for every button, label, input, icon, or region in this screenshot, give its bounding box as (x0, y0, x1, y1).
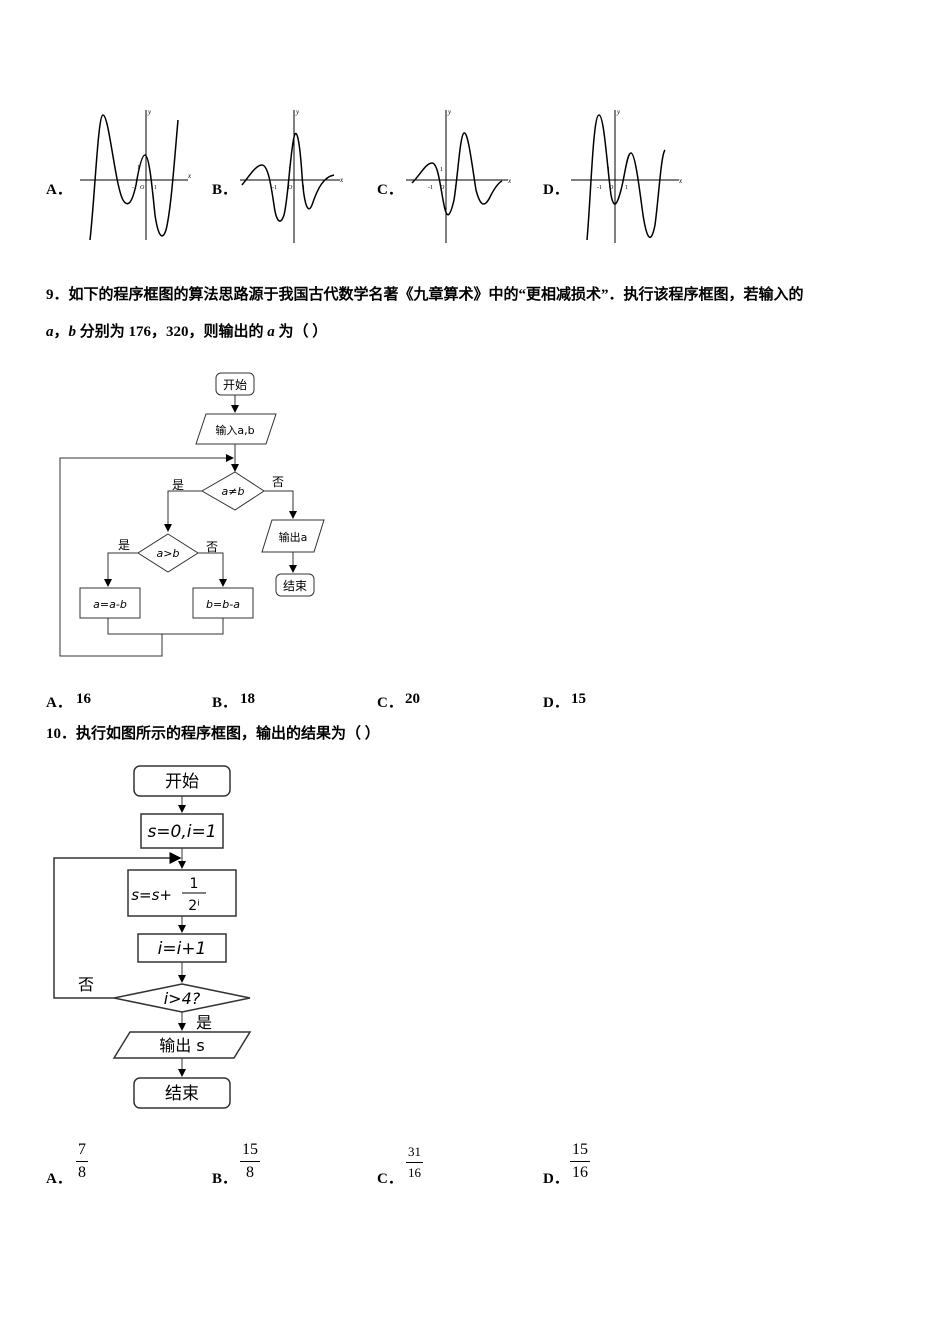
option-b-tick-neg: -1 (272, 185, 277, 191)
q10-update-i-node (137, 933, 227, 963)
q9-end-text: 结束 (283, 579, 307, 593)
q10-start-text: 开始 (165, 772, 199, 792)
q9-line2-rest: 分别为 176，320，则输出的 (76, 324, 268, 340)
q9-text-line2: a，b 分别为 176，320，则输出的 a 为（ ） (46, 325, 327, 340)
option-c-tick-o: O (440, 185, 445, 191)
option-a-label: A． (46, 182, 72, 198)
q9-cond2-node (137, 533, 199, 573)
q9-var-a: a (46, 324, 54, 340)
q10-option-d-fraction: 15 16 (570, 1141, 590, 1182)
option-a-y-label: y (147, 108, 152, 116)
q9-output-node (261, 519, 325, 553)
q10-option-a-num: 7 (78, 1141, 86, 1158)
q10-text: 10．执行如图所示的程序框图，输出的结果为（ ） (46, 726, 380, 742)
q10-end-node (133, 1077, 231, 1109)
q10-option-a-den: 8 (78, 1164, 86, 1181)
option-d-tick-o: O (609, 185, 614, 191)
q9-output-text: 输出a (279, 530, 308, 544)
option-c-label: C． (377, 182, 403, 198)
option-d-tick-neg: -1 (597, 185, 602, 191)
q10-option-d-den: 16 (572, 1164, 588, 1181)
option-d-tick-pos: 1 (625, 185, 628, 191)
q9-input-node (195, 413, 277, 445)
q9-box-right-text: b=b-a (206, 598, 240, 611)
q9-text-line1: 9．如下的程序框图的算法思路源于我国古代数学名著《九章算术》中的“更相减损术”．… (46, 287, 804, 303)
q9-var-b: b (68, 324, 77, 340)
option-d-y-label: y (616, 108, 621, 116)
q9-yes2-label: 是 (118, 538, 130, 552)
q9-option-c-value: 20 (405, 691, 420, 707)
q10-update-s-num: 1 (190, 876, 199, 892)
option-c-tick-one: 1 (440, 167, 443, 173)
q9-cond2-text: a>b (157, 547, 180, 560)
q10-update-s-prefix: s=s+ (131, 886, 172, 904)
q10-option-b-fraction: 15 8 (240, 1141, 260, 1182)
option-c-x-label: x (507, 177, 512, 185)
q10-option-a-fraction: 7 8 (76, 1141, 88, 1182)
q9-input-text: 输入a,b (215, 423, 254, 437)
q9-option-b-value: 18 (240, 691, 255, 707)
q10-option-d-num: 15 (572, 1141, 588, 1158)
q10-init-text: s=0,i=1 (147, 822, 216, 842)
option-b-x-label: x (339, 176, 344, 184)
q9-option-a-value: 16 (76, 691, 91, 707)
q10-option-d-label: D． (543, 1171, 569, 1187)
q9-flowchart: 开始 输入a,b a≠b 是 否 输出a 结束 a>b 是 否 a=a-b b=… (59, 372, 325, 657)
q9-sep: ， (53, 324, 69, 340)
q9-start-text: 开始 (223, 378, 247, 392)
q10-output-node (112, 1031, 252, 1059)
q10-option-c-num: 31 (408, 1144, 421, 1159)
q9-option-d-value: 15 (571, 691, 586, 707)
option-d-x-label: x (678, 177, 683, 185)
option-d-label: D． (543, 182, 569, 198)
option-b-label: B． (212, 182, 238, 198)
option-a-graph: x y -1 O 1 1 (80, 108, 192, 241)
option-c-y-label: y (447, 108, 452, 116)
option-d-graph: x y -1 O 1 1 (571, 108, 683, 243)
q10-flowchart: 开始 s=0,i=1 s=s+ 1 2ⁱ i=i+1 i>4? 否 是 输出 s… (53, 765, 252, 1109)
option-b-graph: x y -1 O 1 1 (240, 108, 344, 243)
q10-option-b-label: B． (212, 1171, 238, 1187)
q9-box-right (192, 587, 254, 619)
q10-end-text: 结束 (165, 1084, 199, 1104)
q9-option-c-label: C． (377, 695, 403, 711)
q10-init-node (140, 813, 224, 849)
q9-option-b-label: B． (212, 695, 238, 711)
q9-cond1-text: a≠b (222, 485, 245, 498)
q9-var-a-out: a (267, 324, 275, 340)
q9-yes1-label: 是 (172, 478, 184, 492)
option-a-x-label: x (187, 172, 192, 180)
q9-no1-label: 否 (272, 475, 284, 489)
option-c-tick-neg: -1 (428, 185, 433, 191)
q10-update-i-text: i=i+1 (158, 939, 207, 959)
q10-output-text: 输出 s (159, 1036, 204, 1055)
q10-option-c-fraction: 31 16 (406, 1144, 423, 1181)
option-c-graph: x y -1 O 1 1 (406, 108, 512, 243)
option-a-tick-o: O (140, 185, 145, 191)
q10-option-b-num: 15 (242, 1141, 258, 1158)
q10-option-c-label: C． (377, 1171, 403, 1187)
q9-end-node (275, 573, 315, 597)
q10-no-label: 否 (78, 975, 94, 994)
option-a-tick-one: 1 (137, 165, 140, 171)
q9-option-d-label: D． (543, 695, 569, 711)
option-a-tick-pos: 1 (154, 185, 157, 191)
q10-cond-text: i>4? (164, 989, 201, 1008)
option-b-tick-o: O (288, 185, 293, 191)
q9-line2-end: 为（ ） (274, 324, 328, 340)
q9-cond1-node (200, 471, 265, 511)
q9-box-left (79, 587, 141, 619)
q10-option-b-den: 8 (246, 1164, 254, 1181)
q9-no2-label: 否 (206, 540, 218, 554)
option-b-y-label: y (295, 108, 300, 116)
q9-option-a-label: A． (46, 695, 72, 711)
q10-option-a-label: A． (46, 1171, 72, 1187)
option-a-tick-neg: -1 (132, 185, 137, 191)
q10-option-c-den: 16 (408, 1165, 421, 1180)
q10-update-s-den: 2ⁱ (188, 898, 199, 914)
q9-box-left-text: a=a-b (93, 598, 127, 611)
q10-yes-label: 是 (196, 1013, 212, 1032)
